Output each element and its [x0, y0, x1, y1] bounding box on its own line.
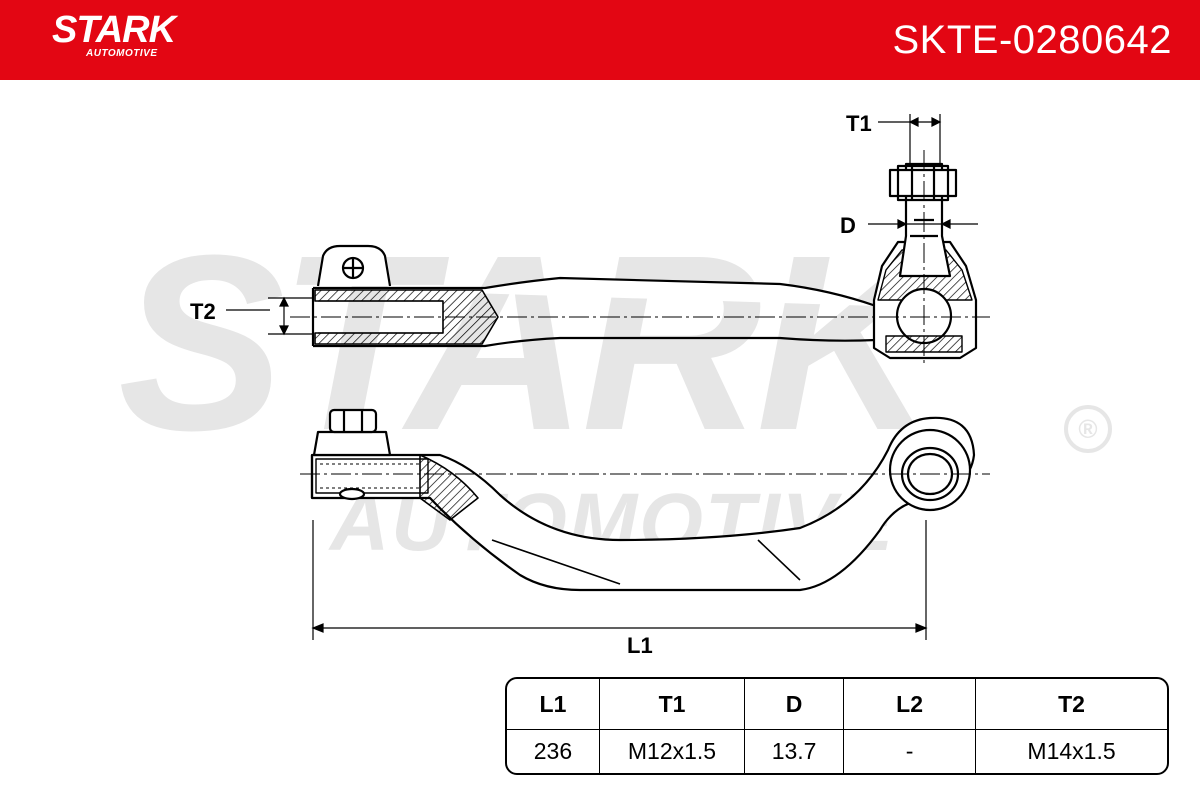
label-t2: T2 — [190, 299, 216, 324]
spec-table: L1 T1 D L2 T2 236 M12x1.5 13.7 - M14x1.5 — [505, 677, 1169, 775]
spec-value-t2: M14x1.5 — [975, 729, 1167, 773]
bottom-view — [300, 408, 990, 592]
spec-header-d: D — [744, 679, 845, 730]
brand-sub: AUTOMOTIVE — [86, 48, 158, 59]
spec-value-l2: - — [843, 729, 977, 773]
top-view — [290, 150, 990, 366]
header-bar: STARK AUTOMOTIVE SKTE-0280642 — [0, 0, 1200, 80]
watermark-main: STARK — [118, 203, 937, 482]
spec-header-t1: T1 — [598, 679, 746, 730]
label-t1: T1 — [846, 111, 872, 136]
dimensions — [226, 114, 978, 640]
spec-header-t2: T2 — [975, 679, 1167, 730]
label-l1: L1 — [627, 633, 653, 658]
part-number: SKTE-0280642 — [892, 18, 1172, 62]
brand-logo: STARK AUTOMOTIVE — [52, 8, 176, 59]
spec-value-d: 13.7 — [744, 729, 845, 773]
label-d: D — [840, 213, 856, 238]
brand-name: STARK — [52, 9, 176, 51]
spec-header-l1: L1 — [507, 679, 600, 730]
spec-value-t1: M12x1.5 — [598, 729, 746, 773]
spec-value-l1: 236 — [507, 729, 600, 773]
spec-header-l2: L2 — [843, 679, 977, 730]
watermark-reg-icon: ® — [1064, 405, 1112, 453]
